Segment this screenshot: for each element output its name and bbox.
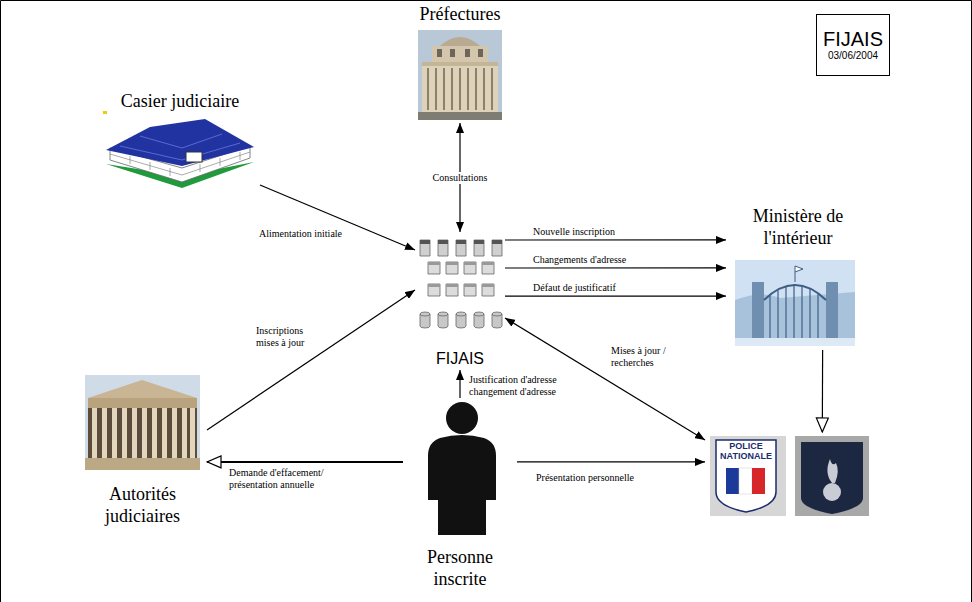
entablature [88, 398, 197, 408]
interior-ministry-node: Ministère de l'intérieur [726, 205, 870, 350]
steps [85, 458, 200, 470]
judicial-authority-node: Autorités judiciaires [78, 372, 207, 527]
street [418, 112, 502, 120]
roof-stripes [120, 134, 240, 160]
arrow-label: Changements d'adresse [532, 254, 627, 266]
flow-arrow [822, 350, 824, 432]
sky [85, 375, 200, 470]
body [428, 435, 496, 535]
flag-white [739, 468, 752, 494]
flow-arrow [505, 295, 726, 296]
arrow-label: Défaut de justificatif [532, 282, 617, 294]
police-gendarmerie-node: POLICE NATIONALE [705, 432, 870, 520]
flag [795, 266, 803, 282]
pediment [88, 380, 197, 398]
badge-ground [795, 436, 869, 516]
courthouse-picture [85, 375, 200, 470]
cube-tops [428, 262, 494, 287]
flow-arrow [260, 185, 415, 250]
arrow-label: Alimentation initiale [258, 228, 343, 240]
arrow-label: Mises à jour / recherches [610, 345, 678, 369]
gendarmerie-badge [795, 436, 869, 516]
node-label: FIJAIS [436, 349, 484, 368]
courtyard [735, 338, 855, 346]
cornice [422, 62, 498, 66]
head [446, 402, 478, 434]
yellow-mark [103, 111, 107, 114]
flag-red [752, 468, 765, 494]
sky [418, 30, 502, 120]
tower-tops [420, 240, 502, 244]
flag-blue [726, 468, 739, 494]
flow-arrow [207, 290, 415, 430]
windows [437, 49, 483, 57]
gate-pillar [752, 282, 764, 346]
fijais-database-node: FIJAIS [415, 232, 505, 370]
flow-arrow [517, 461, 705, 462]
arrow-label: Inscriptions mises à jour [255, 325, 317, 349]
node-label: POLICE NATIONALE [716, 441, 776, 461]
upper-storey [432, 46, 488, 62]
small-box [186, 152, 202, 162]
police-badge [710, 436, 786, 516]
arrow-label: Présentation personnelle [535, 472, 635, 484]
grenade-ball [823, 483, 841, 501]
storage-cubes [428, 262, 494, 296]
node-label: Personne inscrite [403, 546, 517, 590]
flow-arrow [459, 370, 460, 398]
server-picture [420, 240, 502, 328]
node-label: Autorités judiciaires [78, 483, 207, 527]
person-silhouette [428, 402, 496, 535]
prefecture-picture [418, 30, 502, 120]
criminal-record-node: Casier judiciaire [100, 90, 260, 190]
badge-ground [710, 436, 786, 516]
gate-arch [764, 285, 826, 300]
sky [735, 260, 855, 346]
date-stamp-box: FIJAIS03/06/2004 [816, 14, 890, 76]
columns [92, 408, 195, 458]
gate-pillar [826, 282, 838, 346]
facade [422, 62, 498, 114]
badge-shield [716, 440, 776, 512]
flow-arrow [207, 461, 403, 463]
node-label: 03/06/2004 [828, 50, 878, 62]
node-label: Ministère de l'intérieur [726, 205, 870, 249]
cylinder-rims [420, 314, 502, 316]
disk-cylinders [420, 312, 502, 328]
gate-bars [770, 284, 818, 346]
flow-arrow [505, 239, 726, 240]
blue-roof [106, 119, 254, 166]
arrow-label: Consultations [431, 172, 488, 184]
server-towers [420, 240, 502, 256]
ministry-picture [735, 260, 855, 346]
registered-person-node: Personne inscrite [403, 398, 517, 590]
dome [440, 37, 480, 46]
badge-shield [801, 442, 863, 514]
portico-shade [88, 408, 197, 458]
grenade-flame [827, 459, 837, 483]
arrow-label: Demande d'effacement/ présentation annue… [228, 467, 335, 491]
columns [428, 68, 492, 110]
node-label: FIJAIS [823, 28, 883, 50]
node-label: Préfectures [420, 3, 501, 25]
prefecture-node: Préfectures [400, 3, 520, 123]
flow-arrow [505, 267, 726, 268]
arrow-label: Nouvelle inscription [532, 226, 616, 238]
arrow-label: Justification d'adresse changement d'adr… [468, 374, 575, 398]
node-label: Casier judiciaire [121, 90, 239, 112]
criminal-record-picture [103, 111, 254, 188]
